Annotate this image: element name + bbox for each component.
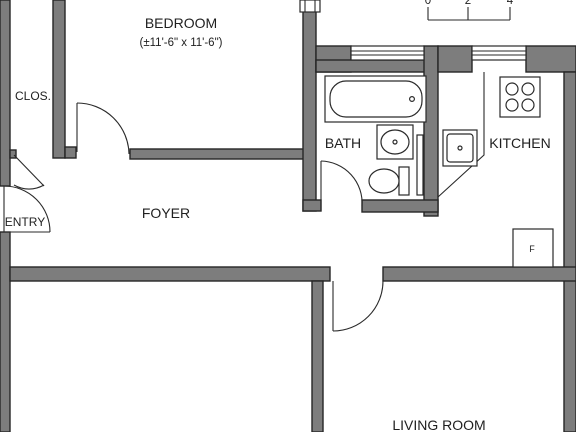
- door-living-room: [332, 280, 384, 332]
- wall-closet-bottom: [9, 149, 17, 159]
- wall-bath-top: [315, 59, 437, 73]
- wall-left-upper: [0, 0, 11, 187]
- doors: [3, 102, 384, 332]
- kitchen-fixtures: F: [437, 72, 554, 268]
- toilet: [368, 166, 410, 196]
- room-label-closet: CLOS.: [15, 89, 51, 103]
- refrigerator: F: [512, 228, 554, 268]
- window-bath: [350, 45, 425, 61]
- door-closet: [13, 154, 45, 190]
- room-label-kitchen: KITCHEN: [489, 135, 550, 151]
- bath-towel-bar: [416, 134, 424, 196]
- wall-kitchen-right: [563, 71, 576, 432]
- scale-tick-4: 4: [507, 0, 514, 7]
- wall-closet-right: [52, 0, 66, 159]
- window-kitchen: [471, 45, 527, 61]
- room-label-foyer: FOYER: [142, 205, 190, 221]
- stove: [499, 76, 541, 118]
- scale-bar: 0 2 4: [425, 0, 514, 21]
- room-size-bedroom: (±11'-6" x 11'-6"): [140, 37, 223, 49]
- room-label-bath: BATH: [325, 135, 361, 151]
- room-label-living-room: LIVING ROOM: [392, 417, 485, 432]
- wall-living-left: [311, 280, 324, 432]
- bath-fixtures: [324, 75, 427, 196]
- wall-bedroom-bath: [302, 0, 317, 212]
- kitchen-sink: [442, 129, 478, 167]
- door-bedroom: [76, 102, 130, 155]
- wall-foyer-living-left: [9, 266, 331, 282]
- wall-bath-kitchen: [423, 45, 439, 217]
- wall-bath-kitchen-right: [437, 45, 473, 73]
- scale-tick-2: 2: [465, 0, 471, 7]
- wall-left-lower: [0, 231, 11, 432]
- wall-bedroom-bottom: [129, 148, 314, 160]
- room-label-bedroom: BEDROOM: [145, 15, 217, 31]
- wall-foyer-living-right: [382, 266, 576, 282]
- scale-tick-0: 0: [425, 0, 431, 7]
- wall-bath-bottom: [361, 199, 439, 213]
- wall-kitchen-top-right: [525, 45, 576, 73]
- window-bedroom: [299, 0, 321, 13]
- bathtub: [324, 75, 427, 123]
- bath-sink: [376, 124, 414, 160]
- windows: [299, 0, 527, 61]
- refrigerator-label: F: [529, 244, 535, 254]
- door-bath: [320, 160, 363, 211]
- wall-bath-left-stub: [302, 199, 322, 212]
- room-label-entry: ENTRY: [5, 215, 45, 229]
- wall-closet-right-stub: [64, 146, 77, 159]
- kitchen-counter: [437, 72, 485, 198]
- door-entry: [3, 185, 51, 233]
- room-labels: BEDROOM (±11'-6" x 11'-6") CLOS. BATH KI…: [5, 15, 551, 432]
